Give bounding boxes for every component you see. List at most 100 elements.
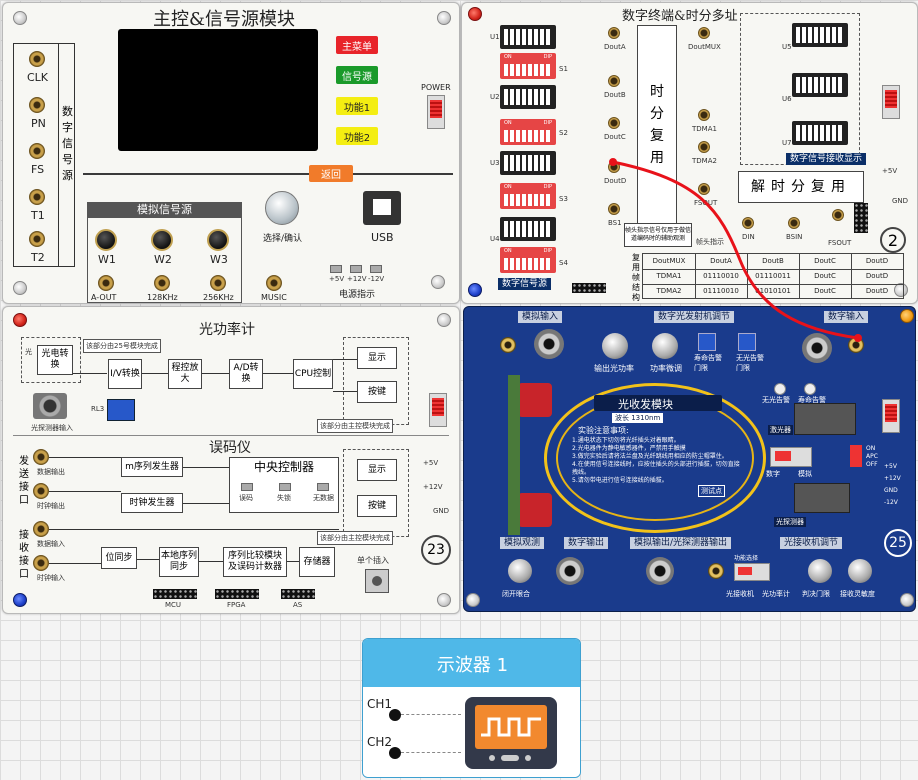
alarm-nolight-label: 无光告警: [762, 396, 790, 404]
rx-mode-switch[interactable]: [734, 563, 770, 581]
back-button[interactable]: 返回: [309, 165, 353, 182]
tdm-power-switch[interactable]: [882, 85, 900, 119]
led-12v: [350, 265, 362, 273]
life-alarm-pot[interactable]: [698, 333, 716, 351]
light-label: 光: [25, 348, 32, 356]
doutb-jack[interactable]: [608, 75, 620, 87]
u6-label: U6: [782, 95, 792, 103]
din-jack[interactable]: [742, 217, 754, 229]
display-block: 显示: [357, 347, 397, 369]
oscilloscope-widget[interactable]: 示波器 1 CH1 CH2: [362, 638, 581, 778]
w3-label: W3: [210, 253, 228, 266]
w2-label: W2: [154, 253, 172, 266]
optical-tx-module: 模拟输入 数字光发射机调节 数字输入 输出光功率 功率微调 寿命告警门限 无光告…: [463, 306, 916, 612]
data-in-jack[interactable]: [33, 521, 49, 537]
256khz-jack[interactable]: [210, 275, 226, 291]
ber-v12-label: +12V: [423, 483, 443, 491]
128khz-jack[interactable]: [154, 275, 170, 291]
no-light-alarm-pot[interactable]: [738, 333, 756, 351]
pn-jack[interactable]: [29, 97, 45, 113]
analog-in-jack[interactable]: [500, 337, 516, 353]
module-number: 2: [880, 227, 906, 253]
data-out-jack[interactable]: [33, 449, 49, 465]
function2-button[interactable]: 功能2: [336, 127, 378, 145]
fs-jack[interactable]: [29, 143, 45, 159]
fpga-label: FPGA: [227, 601, 246, 609]
mode-switch[interactable]: [770, 447, 812, 467]
douta-jack[interactable]: [608, 27, 620, 39]
vm12-label: -12V: [368, 275, 385, 283]
apc-switch[interactable]: [850, 445, 862, 467]
usb-port[interactable]: [363, 191, 401, 225]
rl3-potentiometer[interactable]: [107, 399, 135, 421]
signal-source-column: 数字信号源: [13, 43, 75, 267]
music-jack[interactable]: [266, 275, 282, 291]
oscilloscope-title: 示波器 1: [436, 655, 509, 676]
analog-source-box: [87, 203, 242, 303]
digital-bnc[interactable]: [802, 333, 832, 363]
table-cell: DoutD: [865, 272, 889, 280]
tdma1-jack[interactable]: [698, 109, 710, 121]
tdma2-jack[interactable]: [698, 141, 710, 153]
w2-knob[interactable]: [151, 229, 173, 251]
doutc-jack[interactable]: [608, 117, 620, 129]
t2-jack[interactable]: [29, 231, 45, 247]
fsout-jack[interactable]: [698, 183, 710, 195]
select-label: 选择/确认: [263, 234, 303, 244]
digital-out-bnc[interactable]: [556, 557, 584, 585]
analog-bnc[interactable]: [534, 329, 564, 359]
function1-button[interactable]: 功能1: [336, 97, 378, 115]
local-seq-block: 本地序列同步: [159, 547, 199, 577]
optical-detector-port[interactable]: [33, 393, 67, 419]
ch1-port[interactable]: [389, 709, 401, 721]
select-knob[interactable]: [265, 191, 299, 225]
eye-knob[interactable]: [508, 559, 532, 583]
doutmux-label: DoutMUX: [688, 43, 721, 51]
tx-v12-label: +12V: [884, 475, 901, 482]
signal-source-button[interactable]: 信号源: [336, 66, 378, 84]
single-insert-button[interactable]: [365, 569, 389, 593]
doutmux-jack[interactable]: [698, 27, 710, 39]
knob-label-fine: 功率微调: [650, 364, 682, 373]
power-switch[interactable]: [427, 95, 445, 129]
a-out-jack[interactable]: [98, 275, 114, 291]
bs1-jack[interactable]: [608, 203, 620, 215]
analog-out-jack[interactable]: [708, 563, 724, 579]
clk-jack[interactable]: [29, 51, 45, 67]
photo-convert-area: [21, 337, 81, 383]
main-menu-button[interactable]: 主菜单: [336, 36, 378, 54]
w1-knob[interactable]: [95, 229, 117, 251]
clock-out-jack[interactable]: [33, 483, 49, 499]
mcu-header: [153, 589, 197, 599]
fiber-connector-top[interactable]: [518, 383, 552, 417]
power-fine-knob[interactable]: [652, 333, 678, 359]
ch2-port[interactable]: [389, 747, 401, 759]
t1-jack[interactable]: [29, 189, 45, 205]
analog-out-bnc[interactable]: [646, 557, 674, 585]
module-title: 主控&信号源模块: [153, 9, 296, 30]
fiber-connector-bottom[interactable]: [518, 493, 552, 527]
screw: [468, 283, 482, 297]
cpu-block: CPU控制: [293, 359, 333, 389]
w3-knob[interactable]: [207, 229, 229, 251]
bsin-jack[interactable]: [788, 217, 800, 229]
threshold-knob[interactable]: [808, 559, 832, 583]
ic-u3: [500, 151, 556, 175]
alarm-led-life: [804, 383, 816, 395]
tx-power-switch[interactable]: [882, 399, 900, 433]
clock-in-jack[interactable]: [33, 555, 49, 571]
module-number: 23: [421, 535, 451, 565]
screw: [437, 313, 451, 327]
rx-adjust-header: 光接收机调节: [780, 537, 843, 549]
fsout2-jack[interactable]: [832, 209, 844, 221]
sensitivity-knob[interactable]: [848, 559, 872, 583]
screw: [437, 11, 451, 25]
ber-power-switch[interactable]: [429, 393, 447, 427]
256khz-label: 256KHz: [203, 293, 234, 302]
output-power-knob[interactable]: [602, 333, 628, 359]
